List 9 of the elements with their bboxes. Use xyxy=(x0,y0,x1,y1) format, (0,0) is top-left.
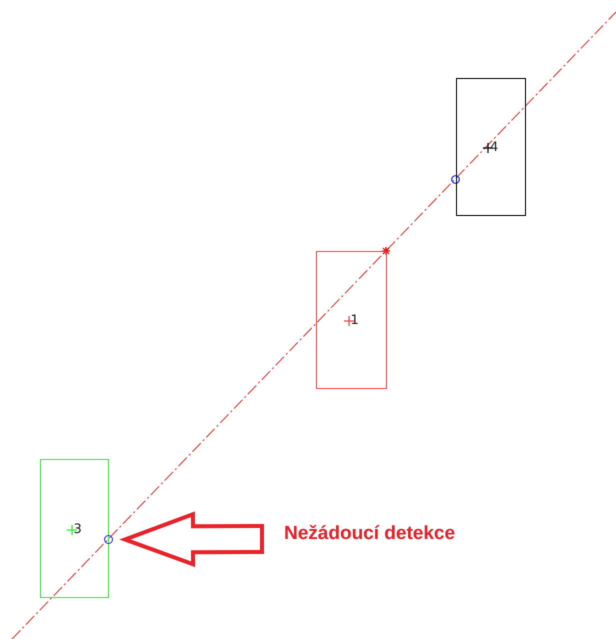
rectangle-outline xyxy=(316,251,387,389)
rectangle-outline xyxy=(40,459,109,598)
box-number: 4 xyxy=(490,141,498,155)
arrow xyxy=(119,511,264,568)
box-number: 3 xyxy=(74,522,82,536)
rectangle-outline xyxy=(456,78,526,216)
annotation-text: Nežádoucí detekce xyxy=(284,523,456,553)
intersection-marker xyxy=(104,535,113,544)
box-number: 1 xyxy=(350,314,359,328)
